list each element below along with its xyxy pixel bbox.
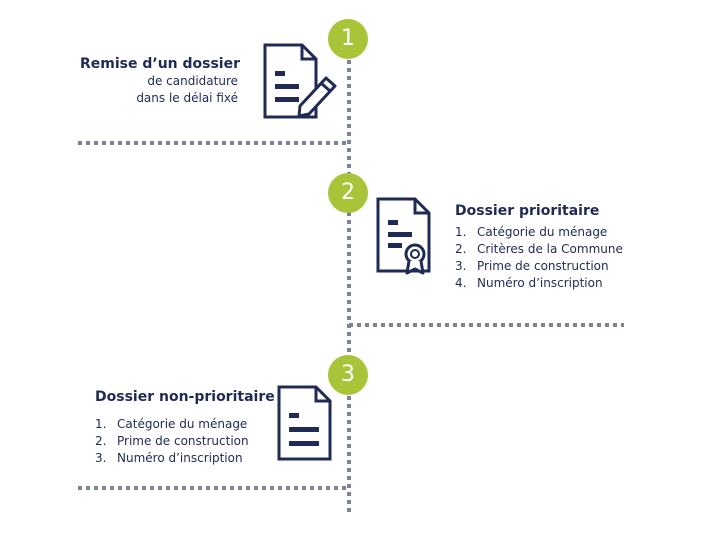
list-item: 3.Prime de construction [455,259,609,273]
step-3-list: 1.Catégorie du ménage 2.Prime de constru… [95,416,249,467]
document-certificate-icon [376,197,431,275]
list-item: 1.Catégorie du ménage [455,225,608,239]
step-3-title: Dossier non-prioritaire [95,389,275,405]
step-1-badge: 1 [328,19,368,59]
document-pencil-icon [263,43,337,119]
step-2-title: Dossier prioritaire [455,203,600,219]
step-2-badge: 2 [328,173,368,213]
list-item: 2.Critères de la Commune [455,242,623,256]
list-item: 2.Prime de construction [95,434,249,448]
step-1-title: Remise d’un dossier [79,56,240,72]
step-3-badge: 3 [328,355,368,395]
step-1-line-2: dans le délai fixé [136,91,238,105]
document-icon [277,385,332,461]
step-1-line-1: de candidature [147,74,238,88]
list-item: 3.Numéro d’inscription [95,451,243,465]
step-2-list: 1.Catégorie du ménage 2.Critères de la C… [455,224,623,292]
list-item: 1.Catégorie du ménage [95,417,248,431]
list-item: 4.Numéro d’inscription [455,276,603,290]
